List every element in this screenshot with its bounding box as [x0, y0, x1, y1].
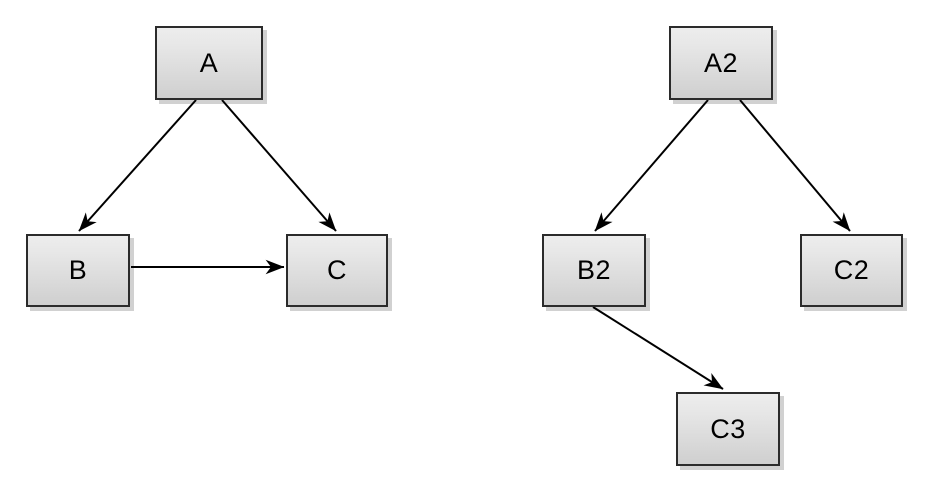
node-a2[interactable]: A2: [669, 26, 773, 100]
node-b[interactable]: B: [26, 234, 130, 307]
edge-a2-to-b2: [594, 99, 709, 232]
node-label-a2: A2: [703, 47, 739, 78]
edge-a-to-c: [221, 99, 337, 232]
node-label-c: C: [327, 255, 347, 285]
node-label-a: A: [199, 47, 219, 78]
node-c3[interactable]: C3: [676, 392, 780, 466]
edge-a2-to-c2: [739, 99, 851, 232]
node-c[interactable]: C: [286, 234, 388, 307]
node-c2[interactable]: C2: [800, 234, 903, 307]
node-label-b2: B2: [576, 255, 612, 285]
node-b2[interactable]: B2: [542, 234, 646, 307]
node-a[interactable]: A: [155, 26, 263, 100]
node-label-b: B: [68, 255, 88, 285]
node-label-c3: C3: [710, 413, 746, 444]
edge-a-to-b: [78, 99, 197, 232]
edge-b2-to-c3: [592, 306, 724, 390]
node-label-c2: C2: [833, 255, 870, 285]
